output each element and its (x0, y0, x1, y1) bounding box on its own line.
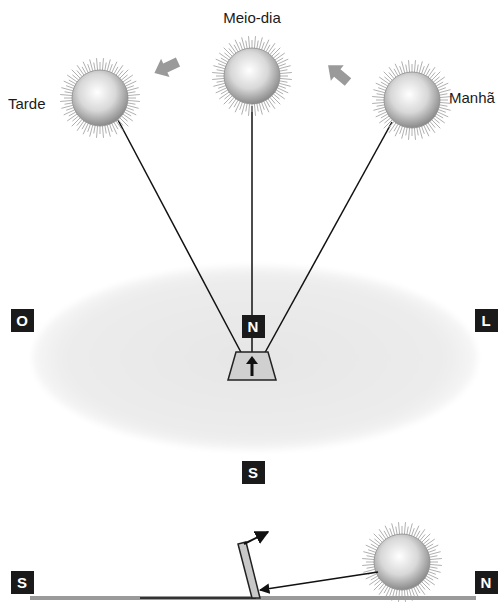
compass-letter: O (16, 313, 28, 328)
sun-ray (118, 120, 244, 358)
compass-letter: S (248, 465, 258, 480)
time-label: Manhã (449, 90, 495, 107)
ground-line (140, 597, 256, 599)
compass-letter: S (17, 575, 27, 590)
compass-letter: N (248, 319, 259, 334)
ground-ellipse (33, 266, 477, 450)
time-label: Meio-dia (223, 10, 281, 27)
compass-letter: N (481, 575, 492, 590)
compass-box: S (11, 571, 34, 594)
compass-box: S (242, 461, 265, 484)
sun (362, 522, 442, 602)
sun (372, 60, 452, 140)
compass-box: L (475, 309, 498, 332)
sun (212, 36, 292, 116)
compass-box: O (11, 309, 34, 332)
compass-letter: L (481, 313, 490, 328)
solar-panel (228, 352, 276, 380)
compass-box: N (475, 571, 498, 594)
solar-panel-side (238, 532, 268, 598)
time-label: Tarde (8, 96, 46, 113)
sun-ray (262, 122, 392, 358)
sun (60, 58, 140, 138)
compass-box: N (242, 315, 265, 338)
sun-ray (260, 572, 378, 590)
